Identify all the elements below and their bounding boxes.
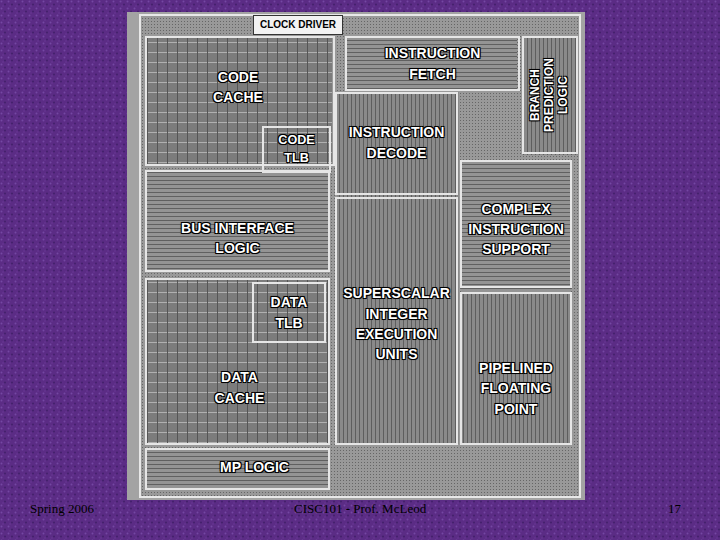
region-label: CODE CACHE xyxy=(207,67,269,108)
region-label: SUPERSCALAR INTEGER EXECUTION UNITS xyxy=(340,283,454,364)
region-label: INSTRUCTION DECODE xyxy=(341,122,453,163)
region-label: CODE TLB xyxy=(269,131,325,168)
die-region: DATA TLB xyxy=(252,282,326,343)
die-region: CLOCK DRIVER xyxy=(253,15,343,35)
date-label: Spring 2006 xyxy=(30,501,94,517)
course-label: CISC101 - Prof. McLeod xyxy=(294,501,426,517)
die-region: SUPERSCALAR INTEGER EXECUTION UNITS xyxy=(335,197,458,445)
die-region: CODE CACHECODE TLB xyxy=(145,36,335,166)
region-label: PIPELINED FLOATING POINT xyxy=(470,358,562,419)
region-label: DATA TLB xyxy=(261,292,317,333)
die-region: COMPLEX INSTRUCTION SUPPORT xyxy=(460,160,572,288)
die-region: INSTRUCTION DECODE xyxy=(335,92,458,195)
region-label: INSTRUCTION FETCH xyxy=(372,43,494,84)
region-label: MP LOGIC xyxy=(200,457,310,477)
die-region: MP LOGIC xyxy=(145,448,330,490)
die-region: INSTRUCTION FETCH xyxy=(345,36,520,91)
die-region: PIPELINED FLOATING POINT xyxy=(460,292,572,445)
die-region: BUS INTERFACE LOGIC xyxy=(145,170,330,272)
die-region: DATA CACHE DATA TLB xyxy=(145,278,330,445)
region-label: DATA CACHE xyxy=(209,367,271,408)
region-label: COMPLEX INSTRUCTION SUPPORT xyxy=(462,199,570,260)
die-region: CODE TLB xyxy=(262,126,331,173)
region-label: BUS INTERFACE LOGIC xyxy=(172,218,304,259)
region-label: CLOCK DRIVER xyxy=(260,19,336,31)
die-region: BRANCH PREDICTION LOGIC xyxy=(522,36,578,154)
slide-number: 17 xyxy=(668,501,681,517)
region-label: BRANCH PREDICTION LOGIC xyxy=(529,41,570,149)
